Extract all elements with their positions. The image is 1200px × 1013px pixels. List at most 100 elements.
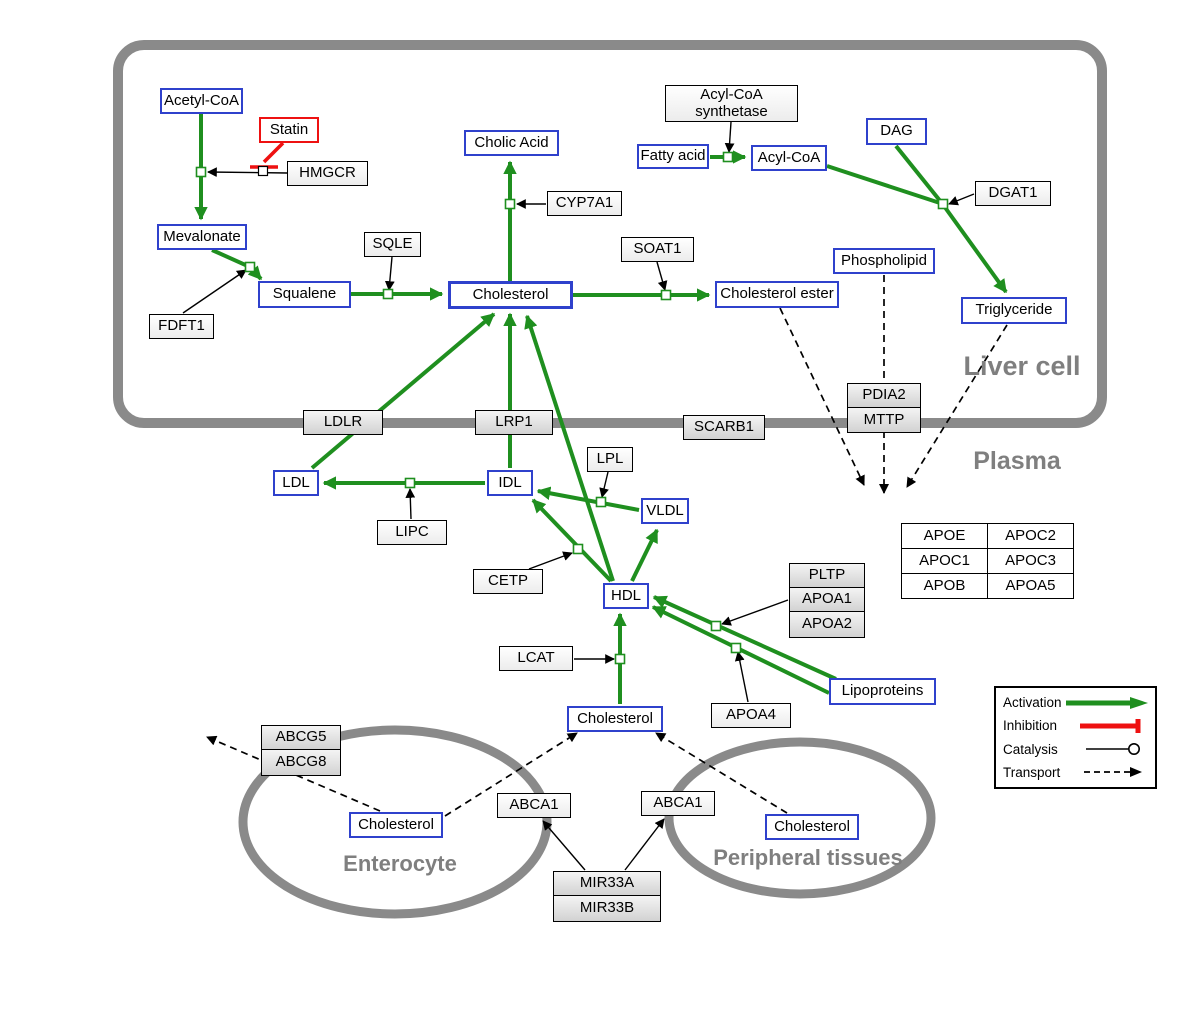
node-apoc2[interactable]: APOC2 — [987, 523, 1074, 549]
edge-activation-vldl-to-idl — [536, 486, 640, 512]
plasma-label: Plasma — [973, 446, 1061, 475]
node-soat1[interactable]: SOAT1 — [621, 237, 694, 262]
node-lipoproteins[interactable]: Lipoproteins — [829, 678, 936, 705]
node-acyl-coa[interactable]: Acyl-CoA — [751, 145, 827, 171]
edge-catalysis-dgat1 — [948, 193, 975, 206]
node-lrp1[interactable]: LRP1 — [475, 410, 553, 435]
node-apoa4[interactable]: APOA4 — [711, 703, 791, 728]
legend-activation-label: Activation — [1003, 695, 1062, 711]
legend-row-activation: Activation — [1003, 695, 1148, 711]
node-acetyl-coa[interactable]: Acetyl-CoA — [160, 88, 243, 114]
node-acyl-coa-synthetase[interactable]: Acyl-CoA synthetase — [665, 85, 798, 122]
node-apoc1[interactable]: APOC1 — [901, 548, 988, 574]
legend-inhibition-label: Inhibition — [1003, 718, 1058, 734]
node-ldl[interactable]: LDL — [273, 470, 319, 496]
node-vldl[interactable]: VLDL — [641, 498, 689, 524]
edge-transport-cholesterol-ester — [779, 307, 865, 486]
legend-row-transport: Transport — [1003, 764, 1148, 780]
node-squalene[interactable]: Squalene — [258, 281, 351, 308]
node-pltp[interactable]: PLTP — [789, 563, 865, 588]
edge-activation-dgat1-junction-to-triglyceride — [942, 204, 1008, 294]
edge-catalysis-cetp — [528, 551, 573, 570]
enterocyte-label: Enterocyte — [343, 851, 457, 877]
edge-transport-triglyceride — [906, 324, 1008, 488]
node-cholic-acid[interactable]: Cholic Acid — [464, 130, 559, 156]
node-phospholipid[interactable]: Phospholipid — [833, 248, 935, 274]
node-hmgcr[interactable]: HMGCR — [287, 161, 368, 186]
edge-activation-hdl-to-idl — [531, 498, 613, 583]
liver-cell-label: Liver cell — [963, 351, 1081, 382]
node-mevalonate[interactable]: Mevalonate — [157, 224, 247, 250]
node-fatty-acid[interactable]: Fatty acid — [637, 144, 709, 169]
node-cetp[interactable]: CETP — [473, 569, 543, 594]
node-ldlr[interactable]: LDLR — [303, 410, 383, 435]
edge-activation-lipoproteins-to-hdl — [652, 595, 837, 681]
node-apob[interactable]: APOB — [901, 573, 988, 599]
liver-cell-membrane — [113, 40, 1107, 428]
edge-catalysis-acyl-coa-synthetase — [724, 121, 735, 153]
node-cholesterol-liver[interactable]: Cholesterol — [448, 281, 573, 309]
reaction-node — [504, 198, 516, 210]
reaction-node — [660, 289, 672, 301]
reaction-node — [937, 198, 949, 210]
reaction-node — [730, 642, 742, 654]
node-apoc3[interactable]: APOC3 — [987, 548, 1074, 574]
node-mir33a[interactable]: MIR33A — [553, 871, 661, 896]
node-apoa1[interactable]: APOA1 — [789, 587, 865, 612]
node-dag[interactable]: DAG — [866, 118, 927, 145]
node-cholesterol-plasma[interactable]: Cholesterol — [567, 706, 663, 732]
node-cholesterol-ester[interactable]: Cholesterol ester — [715, 281, 839, 308]
reaction-node — [722, 151, 734, 163]
reaction-node — [572, 543, 584, 555]
edge-activation-acyl-coa-to-dgat1-junction — [826, 164, 944, 206]
node-cholesterol-enterocyte[interactable]: Cholesterol — [349, 812, 443, 838]
node-lipc[interactable]: LIPC — [377, 520, 447, 545]
reaction-node — [614, 653, 626, 665]
transport-arrow-icon — [1084, 767, 1142, 778]
edge-transport-cholesterol-enterocyte-to-cholesterol-plasma — [444, 732, 578, 817]
inhibition-bar-icon — [1080, 718, 1141, 733]
edge-activation-hdl-to-cholesterol-liver — [524, 314, 615, 582]
reaction-node — [404, 477, 416, 489]
edge-catalysis-apoa4 — [734, 651, 749, 703]
node-statin[interactable]: Statin — [259, 117, 319, 143]
node-lpl[interactable]: LPL — [587, 447, 633, 472]
node-lcat[interactable]: LCAT — [499, 646, 573, 671]
node-dgat1[interactable]: DGAT1 — [975, 181, 1051, 206]
node-hdl[interactable]: HDL — [603, 583, 649, 609]
edge-catalysis-mir33-to-abca1-right — [624, 818, 665, 871]
edge-catalysis-sqle — [384, 256, 395, 291]
node-triglyceride[interactable]: Triglyceride — [961, 297, 1067, 324]
catalysis-line-icon — [1086, 743, 1141, 756]
node-idl[interactable]: IDL — [487, 470, 533, 496]
legend-row-catalysis: Catalysis — [1003, 741, 1148, 757]
legend-transport-label: Transport — [1003, 764, 1061, 780]
node-cholesterol-peripheral[interactable]: Cholesterol — [765, 814, 859, 840]
edge-catalysis-pltp-apoa1-apoa2 — [721, 599, 789, 626]
node-apoa2[interactable]: APOA2 — [789, 611, 865, 638]
node-abcg5[interactable]: ABCG5 — [261, 725, 341, 750]
edge-inhibition-statin — [262, 141, 285, 164]
node-apoa5[interactable]: APOA5 — [987, 573, 1074, 599]
node-apoe[interactable]: APOE — [901, 523, 988, 549]
node-abca1-right[interactable]: ABCA1 — [641, 791, 715, 816]
edge-activation-ldl-to-cholesterol-liver — [310, 312, 496, 470]
peripheral-tissues-membrane — [664, 737, 936, 899]
node-sqle[interactable]: SQLE — [364, 232, 421, 257]
edge-catalysis-mir33-to-abca1-left — [542, 820, 586, 871]
reaction-node — [244, 261, 256, 273]
node-pdia2[interactable]: PDIA2 — [847, 383, 921, 408]
node-mttp[interactable]: MTTP — [847, 407, 921, 433]
node-fdft1[interactable]: FDFT1 — [149, 314, 214, 339]
reaction-node — [595, 496, 607, 508]
node-mir33b[interactable]: MIR33B — [553, 895, 661, 922]
edge-catalysis-soat1 — [656, 261, 668, 291]
edge-catalysis-lipc — [405, 488, 416, 520]
node-scarb1[interactable]: SCARB1 — [683, 415, 765, 440]
edge-activation-hdl-to-vldl — [630, 528, 659, 582]
node-cyp7a1[interactable]: CYP7A1 — [547, 191, 622, 216]
node-abca1-left[interactable]: ABCA1 — [497, 793, 571, 818]
node-abcg8[interactable]: ABCG8 — [261, 749, 341, 776]
